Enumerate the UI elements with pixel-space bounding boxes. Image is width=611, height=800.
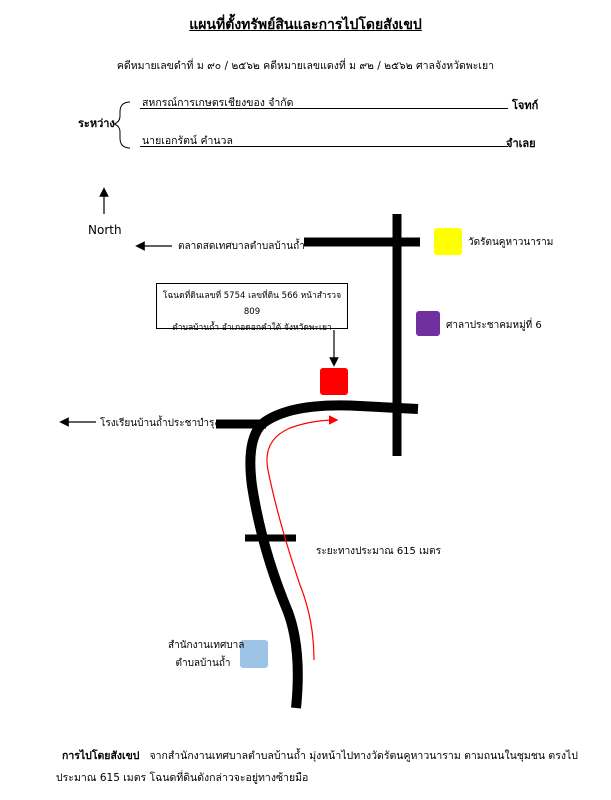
road-curved-main: [245, 400, 419, 709]
distance-label: ระยะทางประมาณ 615 เมตร: [316, 546, 441, 557]
plot-info-line1: โฉนดที่ดินเลขที่ 5754 เลขที่ดิน 566 หน้า…: [162, 291, 342, 317]
plaintiff-underline: [140, 108, 508, 109]
directions-text-line2: ประมาณ 615 เมตร โฉนดที่ดินดังกล่าวจะอยู่…: [56, 772, 309, 784]
office-label-line2: ตำบลบ้านถ้ำ: [175, 658, 231, 669]
school-label: โรงเรียนบ้านถ้ำประชาบำรุง: [100, 418, 220, 429]
case-number-line: คดีหมายเลขดำที่ ม ๙๐ / ๒๕๖๒ คดีหมายเลขแด…: [116, 60, 495, 72]
defendant-role: จำเลย: [506, 137, 536, 150]
hall-marker: [416, 311, 440, 336]
office-marker: [240, 640, 268, 668]
hall-label: ศาลาประชาคมหมู่ที่ 6: [446, 320, 542, 331]
directions-paragraph: การไปโดยสังเขป จากสำนักงานเทศบาลตำบลบ้าน…: [56, 745, 582, 789]
defendant-underline: [140, 146, 508, 147]
route-line: [266, 415, 339, 661]
plot-marker: [320, 368, 348, 395]
plaintiff-name: สหกรณ์การเกษตรเชียงของ จำกัด: [142, 97, 294, 109]
directions-text-line1: จากสำนักงานเทศบาลตำบลบ้านถ้ำ มุ่งหน้าไปท…: [149, 750, 578, 762]
plot-info-line2: ตำบลบ้านถ้ำ อำเภอดอกคำใต้ จังหวัดพะเยา: [172, 323, 332, 333]
temple-label: วัดรัตนคูหาวนาราม: [468, 237, 554, 248]
defendant-name: นายเอกรัตน์ คำนวล: [142, 135, 233, 147]
office-label-line1: สำนักงานเทศบาล: [168, 640, 245, 651]
page-title: แผนที่ตั้งทรัพย์สินและการไปโดยสังเขป: [189, 17, 422, 33]
plot-info-box: โฉนดที่ดินเลขที่ 5754 เลขที่ดิน 566 หน้า…: [156, 283, 348, 333]
market-label: ตลาดสดเทศบาลตำบลบ้านถ้ำ: [178, 241, 305, 252]
north-label: North: [88, 223, 122, 237]
temple-marker: [434, 228, 462, 255]
directions-heading: การไปโดยสังเขป: [62, 750, 140, 762]
between-label: ระหว่าง: [78, 117, 115, 130]
plaintiff-role: โจทก์: [512, 99, 539, 112]
